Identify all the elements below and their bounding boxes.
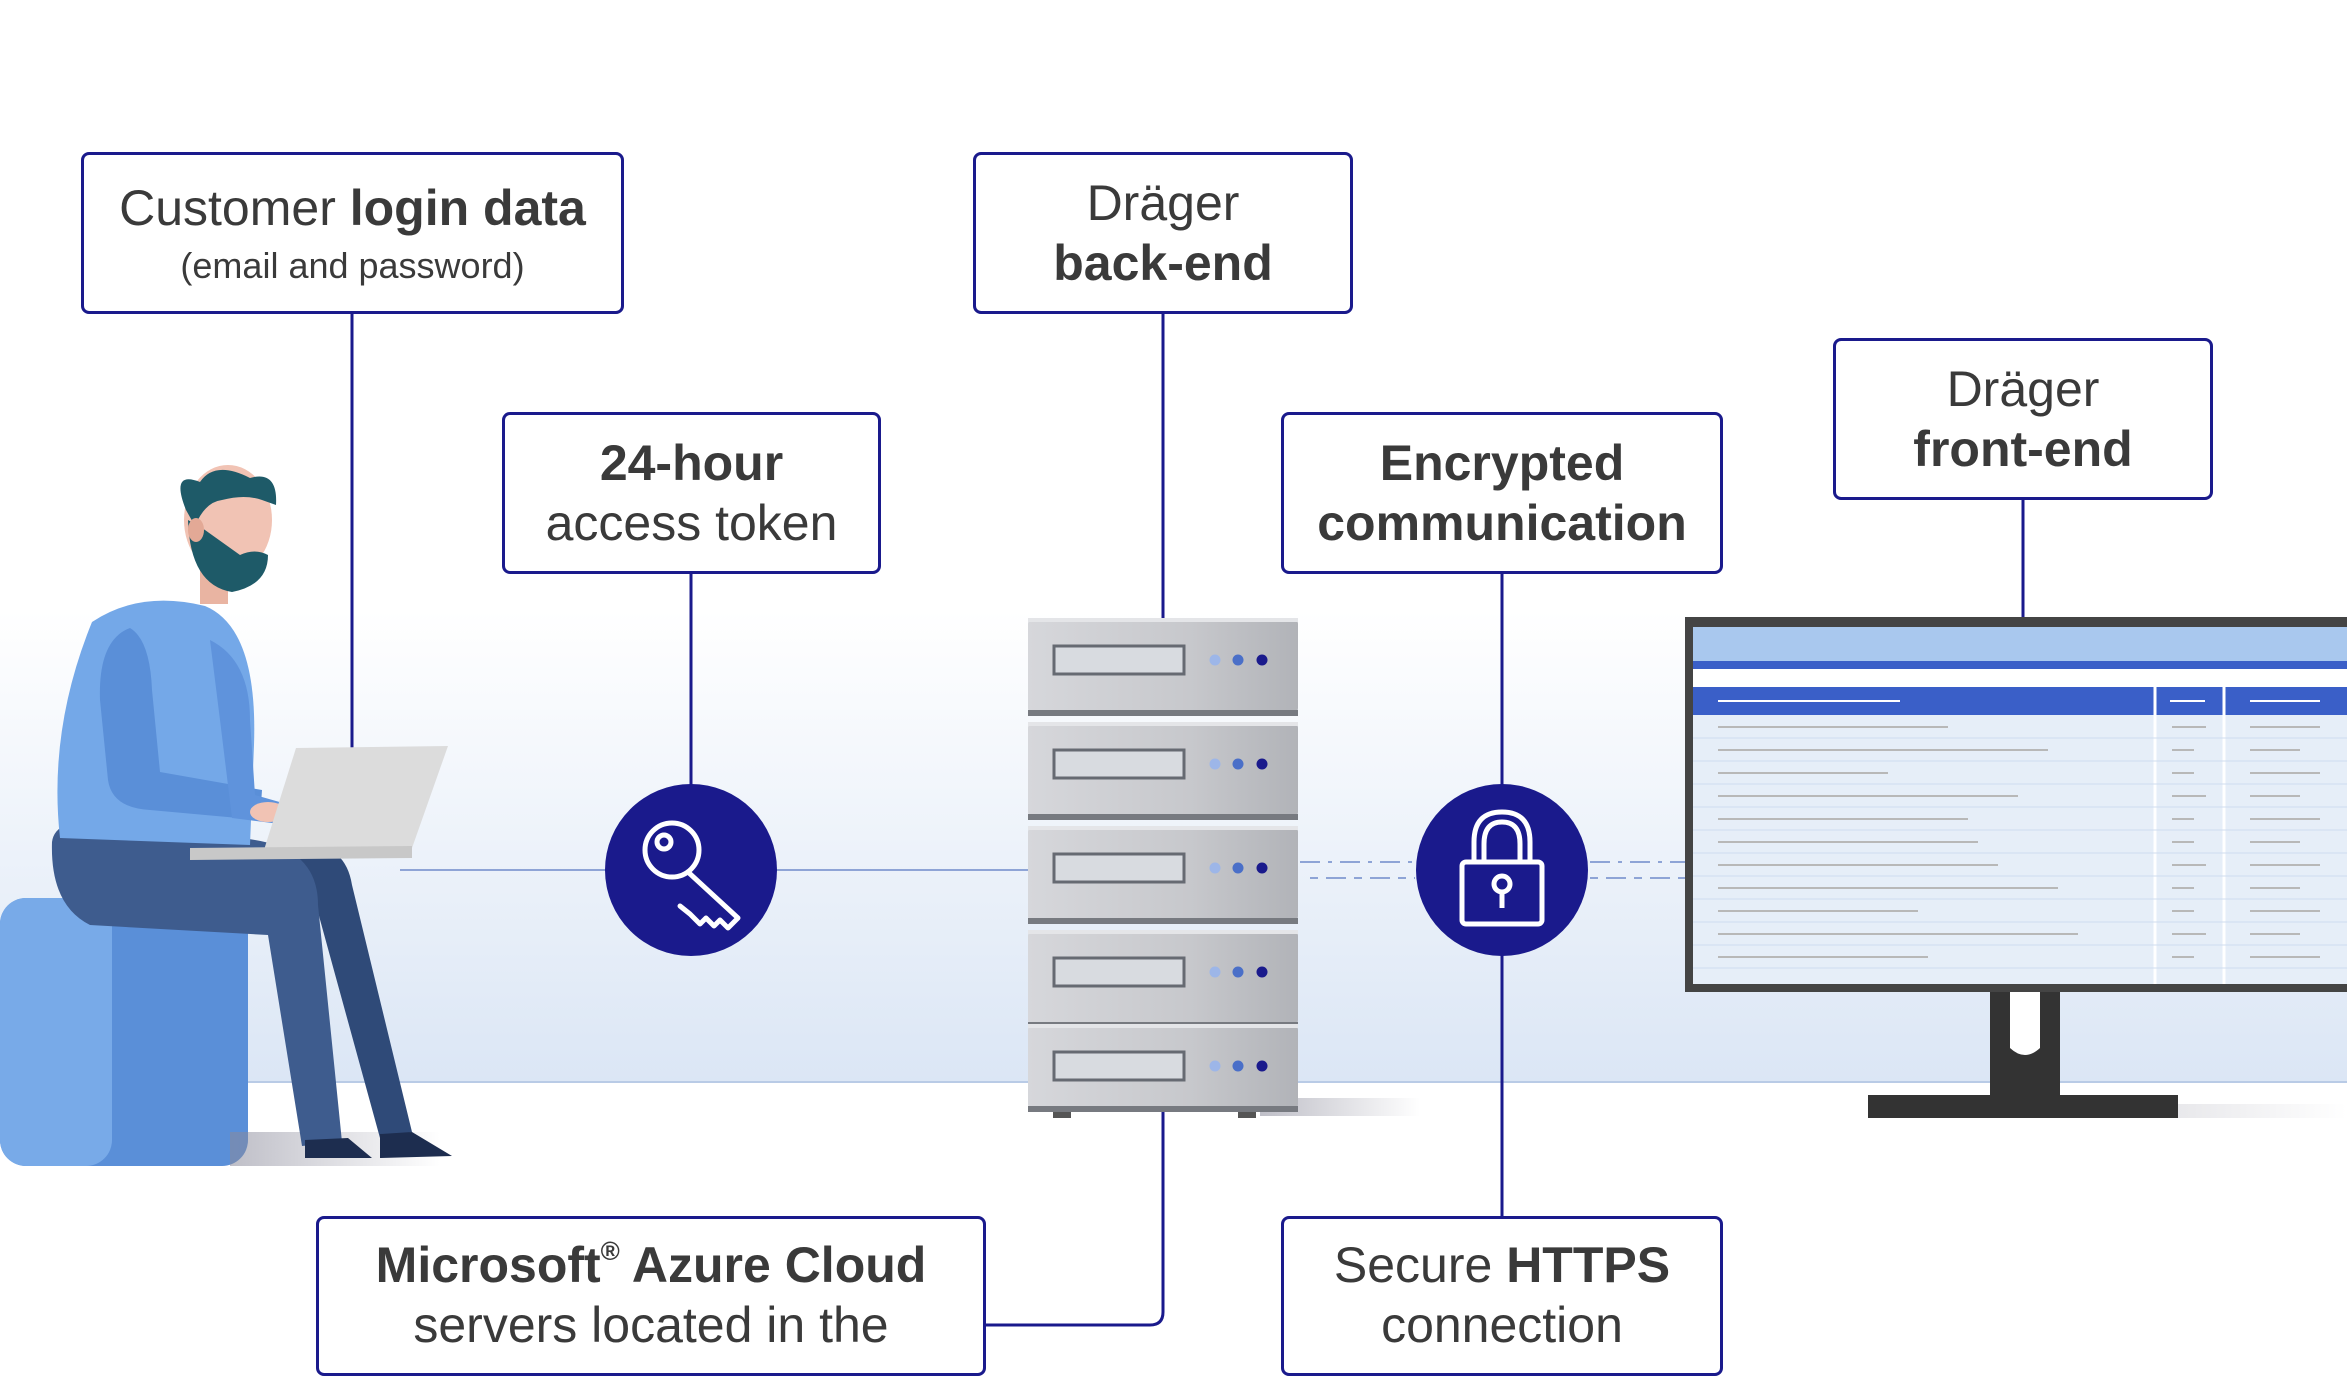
person-illustration bbox=[0, 465, 452, 1166]
table-row bbox=[1693, 726, 2347, 739]
diagram-scene bbox=[0, 312, 2347, 1327]
key-icon bbox=[642, 820, 741, 931]
server-unit bbox=[1028, 618, 1298, 716]
table-row bbox=[1693, 956, 2347, 969]
table-row bbox=[1693, 910, 2347, 923]
label-encrypted: Encrypted communication bbox=[1281, 412, 1723, 574]
token-line1: 24-hour bbox=[599, 435, 784, 491]
padlock-circle bbox=[1416, 784, 1588, 956]
https-prefix: Secure bbox=[1333, 1237, 1507, 1293]
table-row bbox=[1693, 864, 2347, 877]
registered-mark: ® bbox=[600, 1236, 620, 1266]
token-line2: access token bbox=[545, 495, 838, 551]
label-access-token: 24-hour access token bbox=[502, 412, 881, 574]
encrypted-line2: communication bbox=[1317, 495, 1687, 551]
azure-rest: Azure Cloud bbox=[619, 1237, 927, 1293]
encrypted-line1: Encrypted bbox=[1379, 435, 1625, 491]
encrypted-dashes bbox=[1300, 861, 1690, 879]
login-sub: (email and password) bbox=[180, 245, 525, 287]
server-unit bbox=[1028, 1024, 1298, 1112]
server-unit bbox=[1028, 826, 1298, 924]
table-row bbox=[1693, 795, 2347, 808]
connector-azure bbox=[985, 1110, 1165, 1327]
label-https: Secure HTTPS connection bbox=[1281, 1216, 1723, 1376]
server-unit bbox=[1028, 722, 1298, 820]
https-line2: connection bbox=[1381, 1297, 1623, 1353]
frontend-line1: Dräger bbox=[1946, 361, 2100, 417]
label-customer-login: Customer login data (email and password) bbox=[81, 152, 624, 314]
table-row bbox=[1693, 887, 2347, 900]
connector-lines bbox=[350, 312, 2025, 1327]
padlock-icon bbox=[1459, 809, 1545, 927]
backend-line2: back-end bbox=[1053, 235, 1273, 291]
label-frontend: Dräger front-end bbox=[1833, 338, 2213, 500]
table-row bbox=[1693, 772, 2347, 785]
login-bold: login data bbox=[349, 180, 586, 237]
table-row bbox=[1693, 841, 2347, 854]
laptop bbox=[264, 746, 448, 850]
key-circle bbox=[605, 784, 777, 956]
backend-line1: Dräger bbox=[1086, 175, 1240, 231]
https-line1: Secure HTTPS bbox=[1334, 1235, 1670, 1295]
table-row bbox=[1693, 933, 2347, 946]
frontend-line2: front-end bbox=[1913, 421, 2133, 477]
azure-line2: servers located in the bbox=[413, 1297, 889, 1353]
login-title-line: Customer login data bbox=[119, 178, 586, 238]
label-backend: Dräger back-end bbox=[973, 152, 1353, 314]
azure-line1: Microsoft® Azure Cloud bbox=[376, 1235, 927, 1295]
https-bold: HTTPS bbox=[1506, 1237, 1671, 1293]
monitor bbox=[1685, 617, 2347, 1118]
server-unit bbox=[1028, 930, 1298, 1028]
label-azure: Microsoft® Azure Cloud servers located i… bbox=[316, 1216, 986, 1376]
table-row bbox=[1693, 818, 2347, 831]
table-row bbox=[1693, 749, 2347, 762]
azure-brand: Microsoft bbox=[375, 1237, 601, 1293]
login-prefix: Customer bbox=[119, 180, 350, 237]
